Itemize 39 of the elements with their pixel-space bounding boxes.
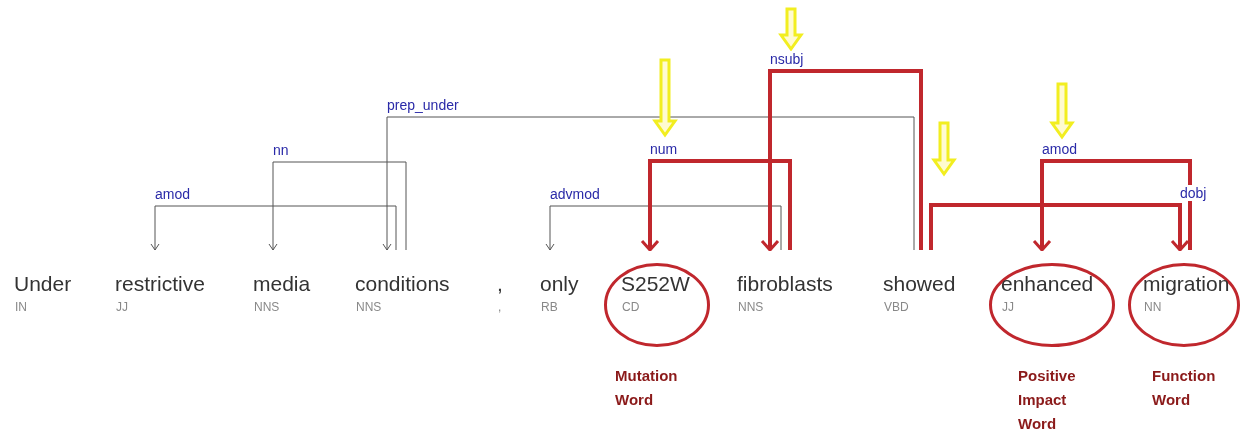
word-text: S252W: [621, 272, 690, 296]
pos-tag: JJ: [1002, 300, 1014, 314]
pos-tag: NNS: [254, 300, 280, 314]
word-text: enhanced: [1001, 272, 1094, 296]
edge-label: amod: [154, 186, 192, 202]
word-text: only: [540, 272, 579, 296]
word-text: media: [253, 272, 311, 296]
pos-tag: RB: [541, 300, 558, 314]
annotation-caption: Mutation Word: [615, 366, 679, 410]
word-text: conditions: [355, 272, 450, 296]
dependency-arrow: [268, 161, 407, 251]
pos-tag: NN: [1144, 300, 1162, 314]
pos-tag: CD: [622, 300, 640, 314]
pos-tag: IN: [15, 300, 27, 314]
dependency-arrow: [382, 116, 915, 251]
edge-label: advmod: [549, 186, 601, 202]
word-text: migration: [1143, 272, 1230, 296]
pos-tag: NNS: [738, 300, 764, 314]
pos-tag: NNS: [356, 300, 382, 314]
edge-label: nsubj: [769, 51, 805, 67]
dependency-arrow: [150, 205, 397, 251]
edge-label: prep_under: [386, 97, 460, 113]
edge-label: dobj: [1179, 185, 1208, 201]
word-text: showed: [883, 272, 956, 296]
dependency-arrow: [640, 159, 792, 252]
edge-label: amod: [1041, 141, 1079, 157]
word-text: ,: [497, 272, 503, 296]
pos-tag: ,: [498, 300, 502, 314]
annotation-caption: Positive Impact Word: [1018, 366, 1077, 434]
word-text: restrictive: [115, 272, 205, 296]
dependency-arrow: [545, 205, 782, 251]
pos-tag: VBD: [884, 300, 909, 314]
dependency-arrow: [929, 203, 1190, 252]
pos-tag: JJ: [116, 300, 128, 314]
word-text: Under: [14, 272, 72, 296]
dependency-arrow: [1032, 159, 1192, 252]
dependency-arrow: [760, 69, 923, 252]
word-text: fibroblasts: [737, 272, 833, 296]
annotation-caption: Function Word: [1152, 366, 1217, 410]
